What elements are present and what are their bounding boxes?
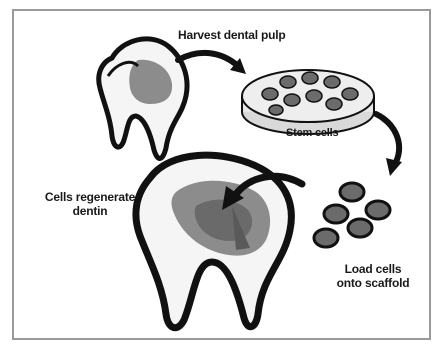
cell-icon	[302, 72, 318, 84]
regenerate-label: Cells regenerate dentin	[42, 190, 138, 218]
cell-icon	[340, 183, 364, 201]
scaffold-cells	[314, 183, 390, 247]
regenerate-label-line2: dentin	[42, 204, 138, 218]
cell-icon	[269, 105, 283, 115]
cell-icon	[284, 94, 300, 106]
petri-dish-icon	[242, 70, 374, 134]
arrow-icon	[178, 53, 246, 74]
load-cells-label: Load cells onto scaffold	[330, 262, 416, 290]
stem-cells-label: Stem cells	[286, 126, 338, 140]
cell-icon	[280, 76, 296, 88]
cell-icon	[342, 88, 358, 100]
cell-icon	[366, 201, 390, 219]
load-cells-label-line1: Load cells	[330, 262, 416, 276]
cell-icon	[324, 205, 348, 223]
cell-icon	[306, 90, 322, 102]
large-tooth-icon	[136, 155, 291, 328]
regenerate-label-line1: Cells regenerate	[42, 190, 138, 204]
cell-icon	[348, 219, 372, 237]
cell-icon	[326, 98, 342, 110]
harvest-label: Harvest dental pulp	[178, 28, 286, 42]
small-tooth-icon	[99, 39, 187, 159]
cell-icon	[262, 88, 278, 100]
cell-icon	[324, 76, 340, 88]
arrow-icon	[376, 114, 402, 176]
load-cells-label-line2: onto scaffold	[330, 276, 416, 290]
cell-icon	[314, 229, 338, 247]
